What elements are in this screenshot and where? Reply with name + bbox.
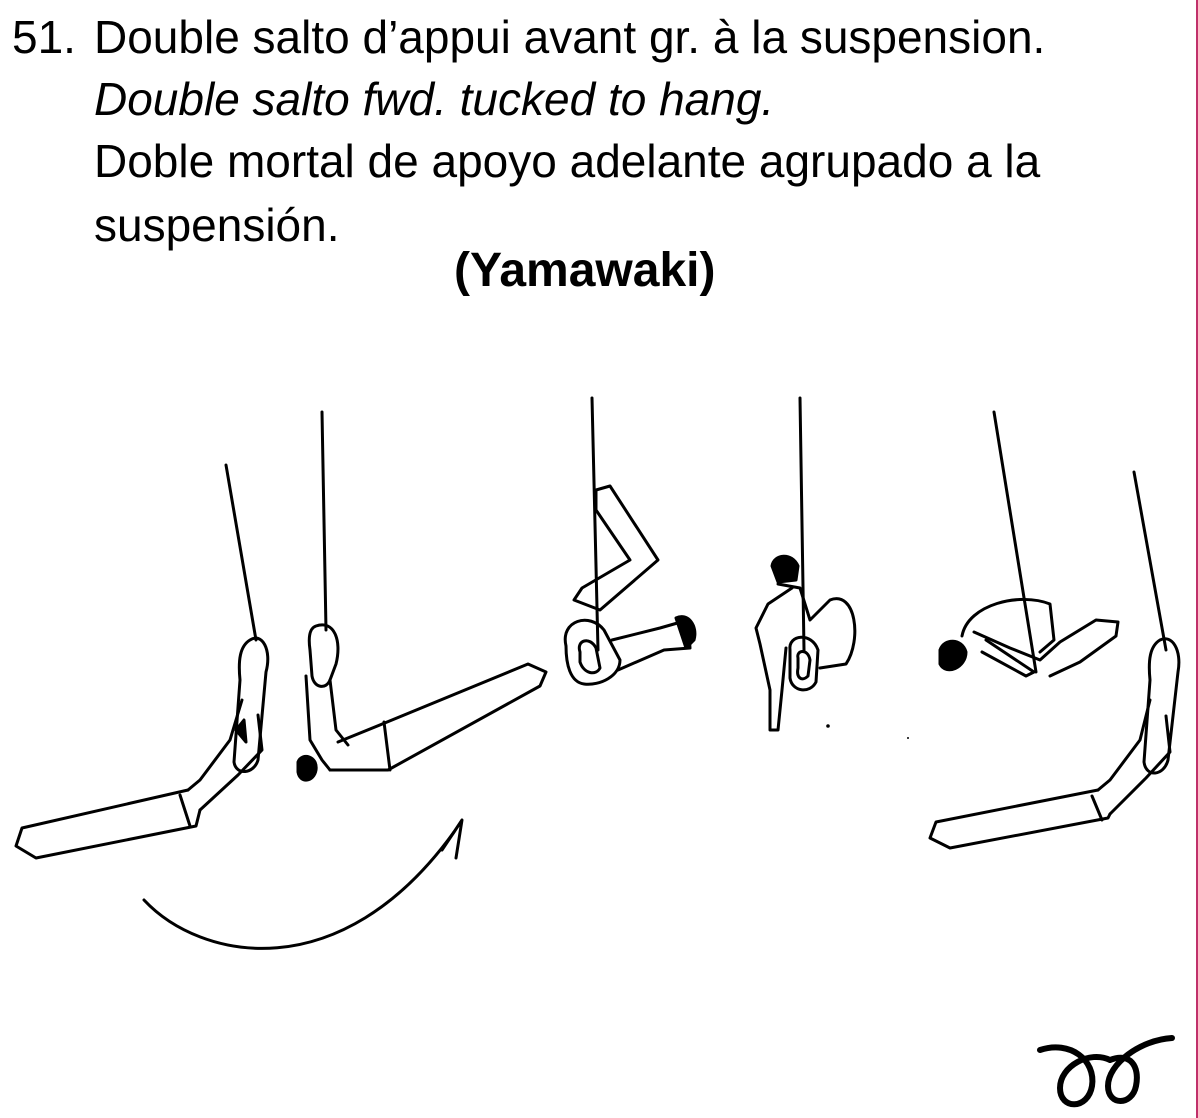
element-name: (Yamawaki) bbox=[454, 244, 716, 297]
description-spanish-line2: suspensión. bbox=[94, 199, 340, 251]
figure-salto-rotation bbox=[938, 410, 1120, 678]
page-edge bbox=[1196, 0, 1198, 1118]
figure-swing-forward bbox=[296, 410, 548, 782]
difficulty-symbol-icon bbox=[1037, 1035, 1175, 1108]
figure-front-support-hang bbox=[14, 463, 270, 860]
figure-inverted-tuck bbox=[563, 396, 697, 686]
description-english: Double salto fwd. tucked to hang. bbox=[94, 73, 775, 125]
rotation-arrow-icon bbox=[142, 818, 464, 950]
description-french: Double salto d’appui avant gr. à la susp… bbox=[94, 11, 1046, 63]
figure-final-hang bbox=[928, 470, 1181, 850]
description-spanish-line1: Doble mortal de apoyo adelante agrupado … bbox=[94, 135, 1041, 187]
figure-tucked-salto bbox=[754, 396, 909, 739]
element-number: 51. bbox=[12, 11, 76, 63]
